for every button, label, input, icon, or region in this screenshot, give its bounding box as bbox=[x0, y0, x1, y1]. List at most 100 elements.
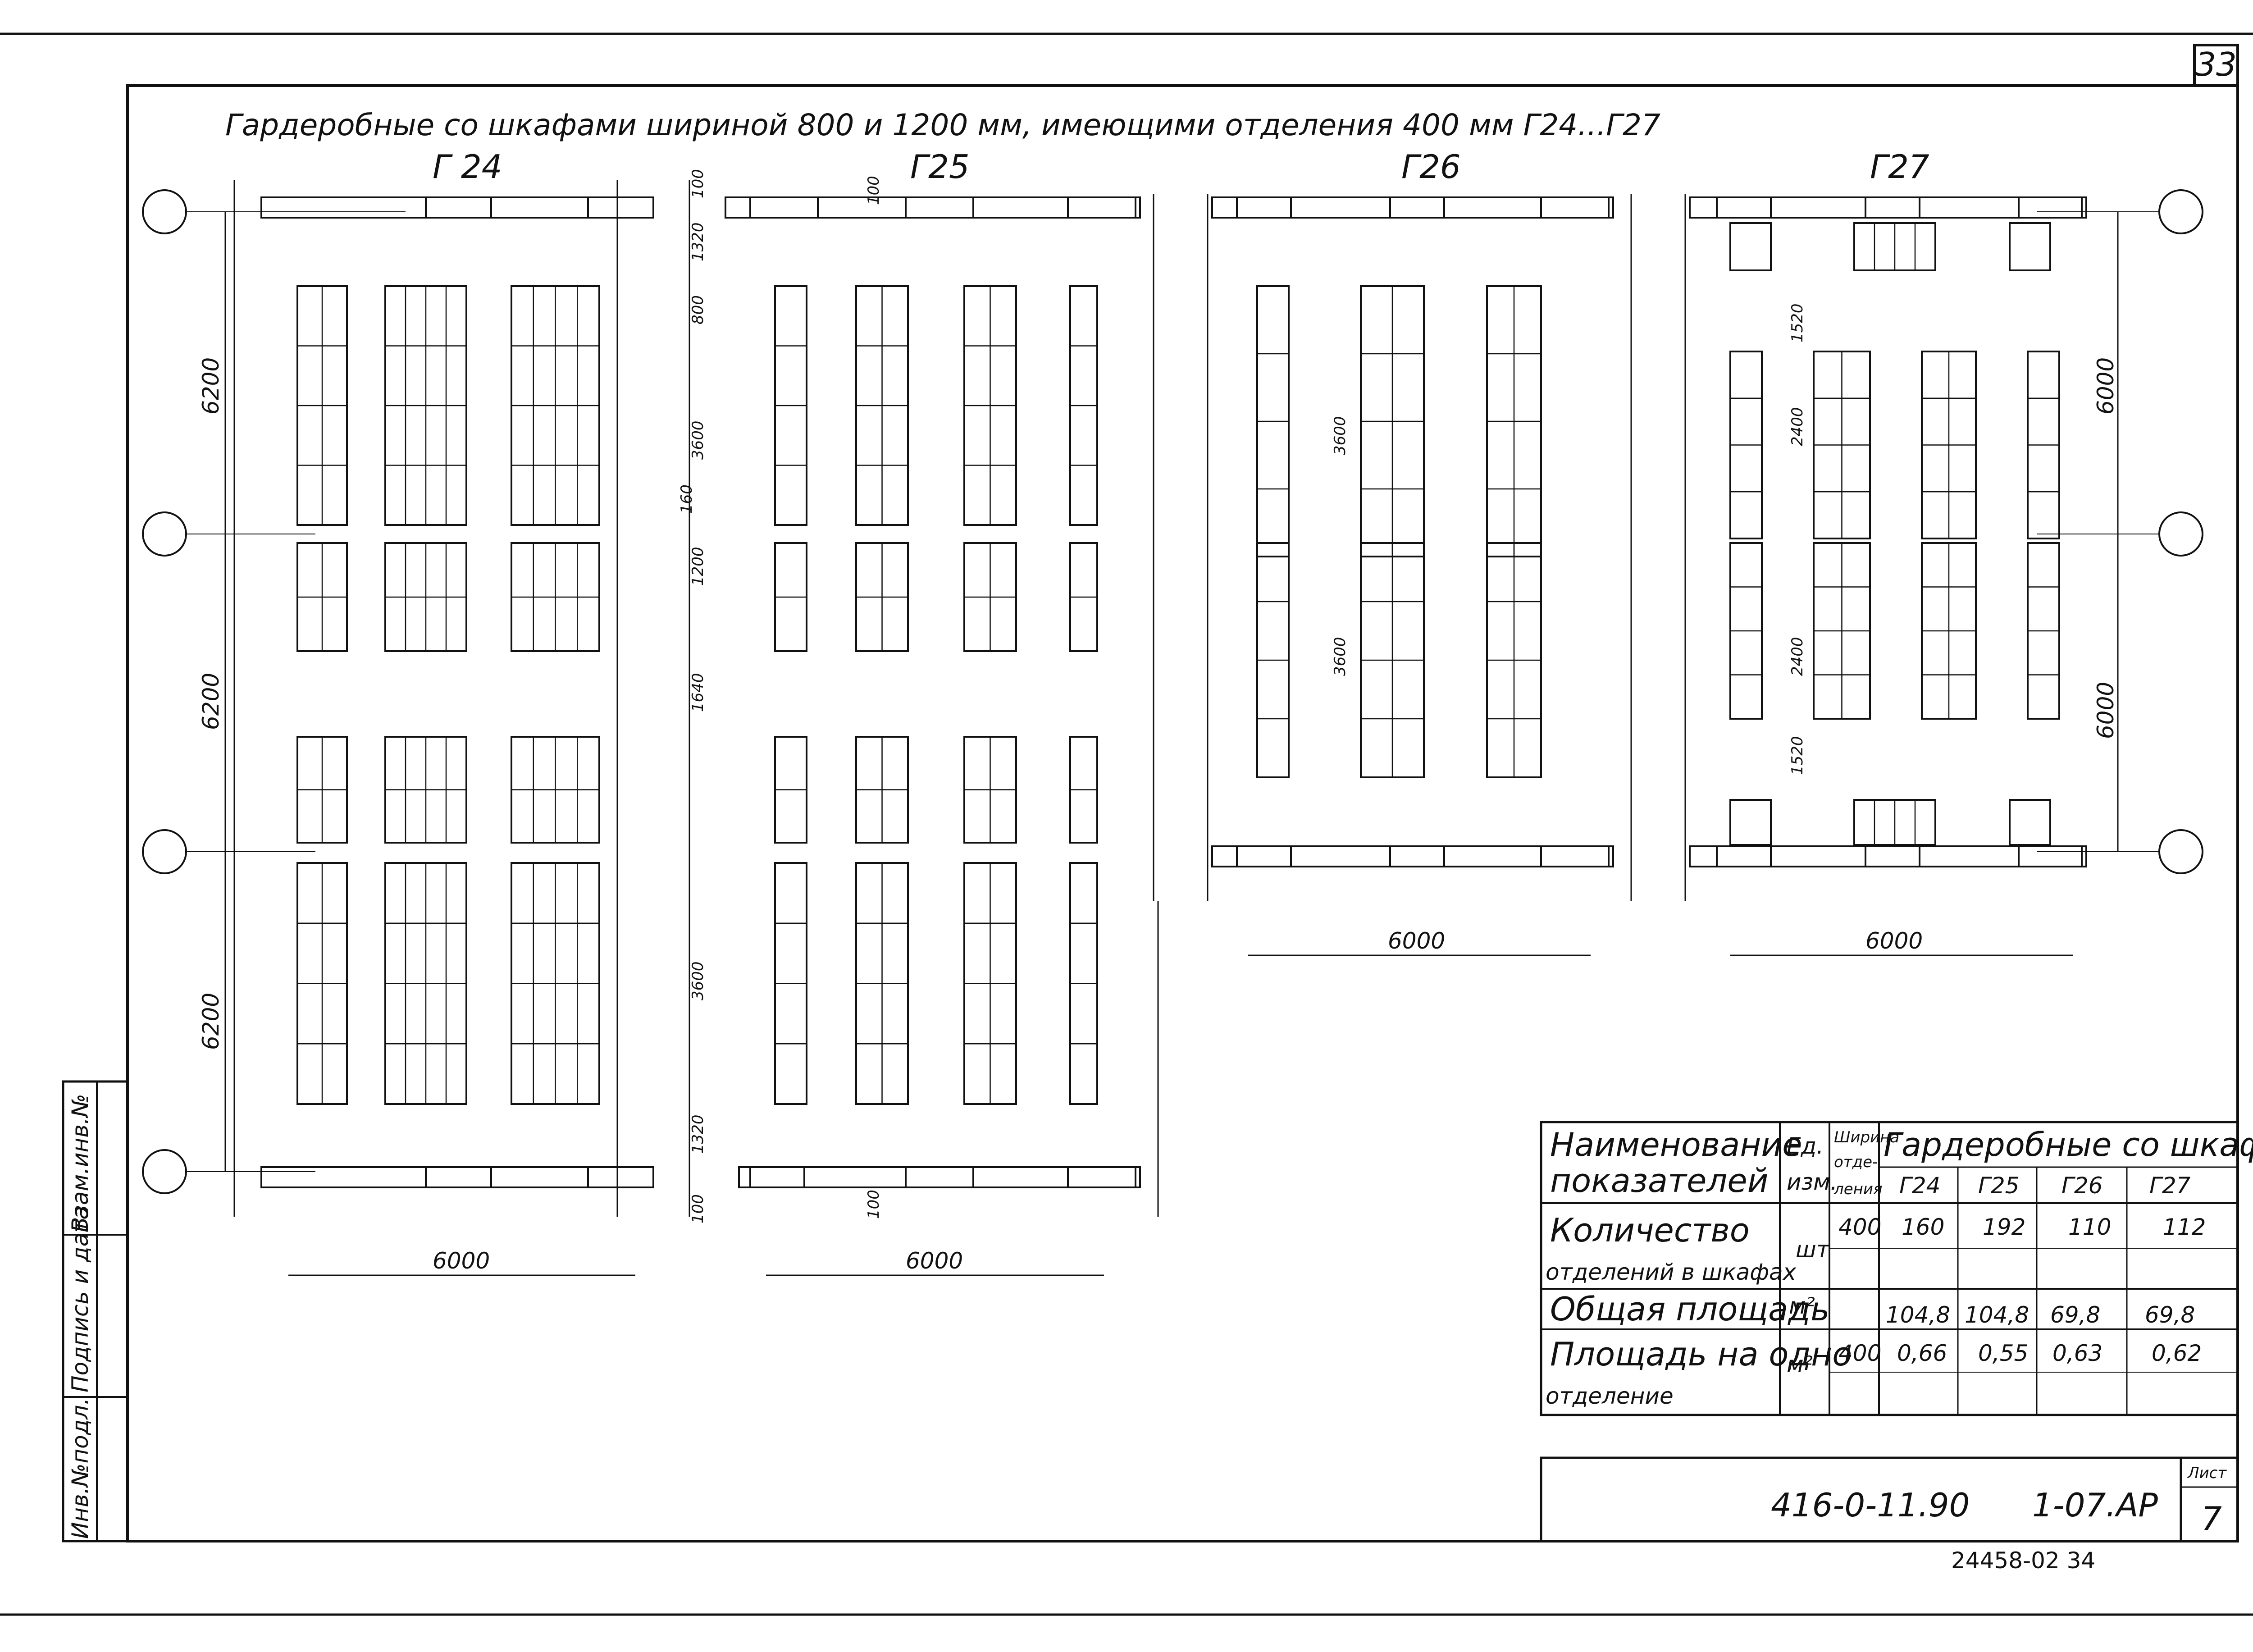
row3-name-2: отделение bbox=[1546, 1383, 1674, 1409]
stamp-sheet-code: 1-07.АР bbox=[2032, 1486, 2158, 1524]
wardrobe-cabinet bbox=[855, 542, 909, 652]
row1-g26: 110 bbox=[2068, 1214, 2111, 1240]
row1-g24: 160 bbox=[1902, 1214, 1944, 1240]
plan-label-g24: Г 24 bbox=[433, 148, 502, 186]
stamp-code: 416-0-11.90 bbox=[1771, 1486, 1970, 1524]
wardrobe-cabinet bbox=[1486, 542, 1542, 778]
row2-g26: 69,8 bbox=[2050, 1302, 2100, 1328]
g25-dim-100-bottom: 100 bbox=[865, 1190, 883, 1219]
plan-label-g25: Г25 bbox=[910, 148, 970, 186]
wardrobe-cabinet bbox=[1256, 542, 1290, 778]
wardrobe-cabinet bbox=[1813, 542, 1871, 720]
wardrobe-cabinet bbox=[1729, 222, 1772, 271]
th-width-3: ления bbox=[1833, 1180, 1882, 1198]
g25-dim-100-top: 100 bbox=[865, 176, 883, 205]
wardrobe-cabinet bbox=[384, 542, 467, 652]
wardrobe-cabinet bbox=[774, 285, 807, 526]
sheet-title: Гардеробные со шкафами шириной 800 и 120… bbox=[225, 108, 1660, 142]
wardrobe-cabinet bbox=[963, 862, 1017, 1105]
dim-bay-g27-1: 6000 bbox=[2093, 357, 2119, 415]
wardrobe-cabinet bbox=[1729, 799, 1772, 846]
row2-unit: м² bbox=[1789, 1293, 1815, 1319]
dim-g25-width: 6000 bbox=[906, 1248, 963, 1274]
wardrobe-cabinet bbox=[1360, 285, 1425, 557]
row2-g24: 104,8 bbox=[1886, 1302, 1950, 1328]
row3-g25: 0,55 bbox=[1978, 1340, 2028, 1366]
wardrobe-cabinet bbox=[296, 736, 348, 844]
chain-dim-1320: 1320 bbox=[689, 222, 707, 261]
wardrobe-cabinet bbox=[1729, 542, 1763, 720]
row3-width: 400 bbox=[1838, 1340, 1881, 1366]
th-width-2: отде- bbox=[1834, 1153, 1878, 1171]
wardrobe-cabinet bbox=[296, 285, 348, 526]
th-col-g24: Г24 bbox=[1899, 1173, 1940, 1199]
wardrobe-cabinet bbox=[511, 736, 600, 844]
wardrobe-cabinet bbox=[1069, 862, 1098, 1105]
row2-name: Общая площадь bbox=[1550, 1290, 1830, 1328]
dim-g26-width: 6000 bbox=[1388, 928, 1445, 954]
plan-label-g27: Г27 bbox=[1870, 148, 1929, 186]
indicator-table: Наименование показателей Ед. изм. Ширина… bbox=[1540, 1121, 2253, 1416]
row3-name-1: Площадь на одно bbox=[1550, 1335, 1852, 1373]
th-name-1: Наименование bbox=[1550, 1126, 1802, 1164]
th-col-g27: Г27 bbox=[2149, 1173, 2191, 1199]
dim-g27-width: 6000 bbox=[1865, 928, 1923, 954]
th-unit-2: изм. bbox=[1787, 1169, 1838, 1195]
row3-g24: 0,66 bbox=[1897, 1340, 1947, 1366]
drawing-frame bbox=[126, 84, 2239, 1542]
wardrobe-cabinet bbox=[511, 862, 600, 1105]
g26-chain-3600: 3600 bbox=[1331, 416, 1349, 455]
wardrobe-cabinet bbox=[855, 862, 909, 1105]
chain-dim-160: 160 bbox=[678, 484, 696, 514]
row1-name-1: Количество bbox=[1550, 1211, 1750, 1249]
dimension-lines bbox=[224, 212, 2119, 1276]
wardrobe-cabinet bbox=[855, 736, 909, 844]
stamp-list-label: Лист bbox=[2187, 1464, 2227, 1482]
row1-g27: 112 bbox=[2163, 1214, 2206, 1240]
row1-unit: шт bbox=[1796, 1237, 1830, 1263]
dim-bay-1: 6200 bbox=[198, 357, 224, 415]
wardrobe-cabinet bbox=[2009, 799, 2051, 846]
plan-label-g26: Г26 bbox=[1401, 148, 1461, 186]
wardrobe-cabinet bbox=[774, 542, 807, 652]
wardrobe-cabinet bbox=[1256, 285, 1290, 557]
wardrobe-cabinet bbox=[1360, 542, 1425, 778]
dim-g24-width: 6000 bbox=[433, 1248, 490, 1274]
stamp-list-no: 7 bbox=[2201, 1500, 2222, 1538]
th-col-g26: Г26 bbox=[2061, 1173, 2102, 1199]
wardrobe-cabinet bbox=[1921, 542, 1977, 720]
page-number-box bbox=[2193, 44, 2239, 87]
chain-dim-1320-b: 1320 bbox=[689, 1114, 707, 1154]
row3-g27: 0,62 bbox=[2152, 1340, 2202, 1366]
wardrobe-cabinet bbox=[774, 862, 807, 1105]
wardrobe-cabinet bbox=[511, 285, 600, 526]
chain-dim-3600-b: 3600 bbox=[689, 961, 707, 1000]
strip-label-inv-podl: Инв.№подл. bbox=[67, 1398, 93, 1539]
th-width-1: Ширина bbox=[1834, 1128, 1899, 1146]
dim-bay-2: 6200 bbox=[198, 673, 224, 730]
page-number: 33 bbox=[2195, 46, 2237, 83]
th-group: Гардеробные со шкафами bbox=[1884, 1126, 2253, 1164]
wardrobe-cabinet bbox=[774, 736, 807, 844]
wardrobe-cabinet bbox=[296, 862, 348, 1105]
title-block: 416-0-11.90 1-07.АР Лист 7 bbox=[1540, 1456, 2239, 1542]
g26-chain-3600-b: 3600 bbox=[1331, 637, 1349, 676]
g27-chain-2400: 2400 bbox=[1788, 407, 1806, 446]
footer-number: 24458-02 34 bbox=[1951, 1547, 2095, 1574]
wardrobe-cabinet bbox=[1729, 351, 1763, 539]
wardrobe-cabinet bbox=[1813, 351, 1871, 539]
wardrobe-cabinet bbox=[2027, 542, 2060, 720]
wardrobe-cabinet bbox=[963, 285, 1017, 526]
grid-axis-markers bbox=[142, 189, 2203, 1194]
left-admin-strip: Инв.№подл. Подпись и дата Взам.инв.№ bbox=[62, 1080, 129, 1542]
dim-bay-g27-2: 6000 bbox=[2093, 682, 2119, 739]
row3-g26: 0,63 bbox=[2052, 1340, 2102, 1366]
chain-dim-3600: 3600 bbox=[689, 420, 707, 460]
dim-bay-3: 6200 bbox=[198, 993, 224, 1050]
chain-dim-1640: 1640 bbox=[689, 673, 707, 712]
g27-chain-1520-b: 1520 bbox=[1788, 736, 1806, 775]
strip-label-podpis: Подпись и дата bbox=[67, 1206, 93, 1392]
wardrobe-cabinet bbox=[1853, 799, 1936, 846]
